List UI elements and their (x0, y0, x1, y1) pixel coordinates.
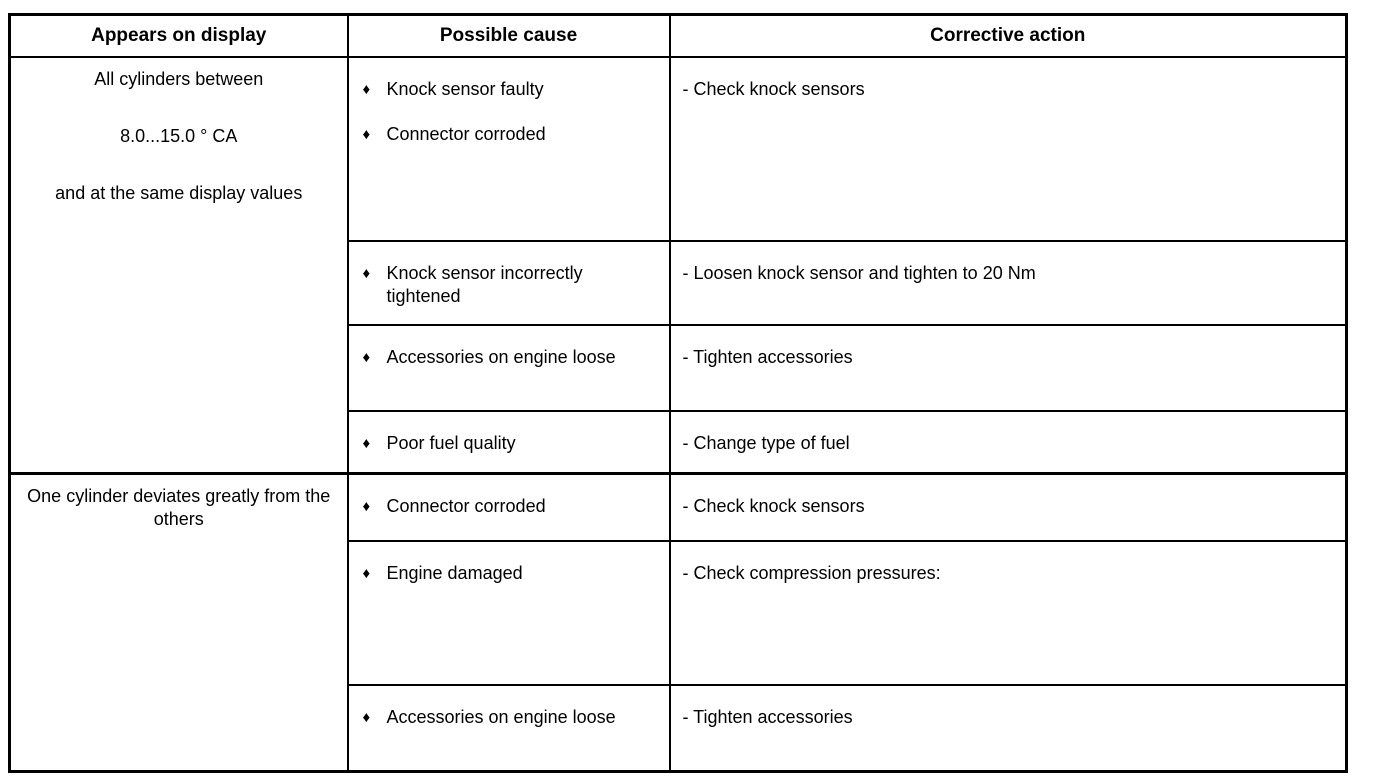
cause-cell: ♦ Connector corroded (346, 471, 671, 542)
action-cell: - Tighten accessories (668, 324, 1348, 412)
display-text-line: One cylinder deviates greatly from the o… (27, 485, 331, 529)
cause-text: Accessories on engine loose (386, 707, 616, 727)
cause-text: Poor fuel quality (386, 433, 516, 453)
action-cell: - Check knock sensors (668, 471, 1348, 542)
cause-text: Knock sensor faulty (386, 79, 544, 99)
cause-text: Connector corroded (386, 495, 546, 516)
cause-text: Knock sensor incorrectly tightened (386, 263, 583, 306)
cause-item: ♦ Connector corroded (363, 495, 661, 518)
col-header-corrective-action: Corrective action (668, 13, 1348, 58)
cause-cell: ♦ Knock sensor incorrectly tightened (346, 240, 671, 326)
table-row: ♦ Knock sensor incorrectly tightened - L… (10, 240, 1348, 326)
col-header-appears-on-display: Appears on display (8, 13, 349, 58)
bullet-icon: ♦ (362, 265, 371, 282)
cause-cell: ♦ Engine damaged (346, 540, 671, 686)
header-row: Appears on display Possible cause Correc… (8, 13, 1348, 58)
cause-cell: ♦ Accessories on engine loose (346, 684, 671, 772)
bullet-icon: ♦ (362, 435, 371, 452)
cause-item: ♦ Accessories on engine loose (363, 346, 661, 369)
table-row: ♦ Poor fuel quality - Change type of fue… (10, 410, 1348, 474)
table-row: One cylinder deviates greatly from the o… (8, 471, 1348, 772)
table-row: ♦ Accessories on engine loose - Tighten … (10, 324, 1348, 412)
cause-item: ♦ Accessories on engine loose (363, 706, 661, 729)
table-row: All cylinders between 8.0...15.0 ° CA an… (8, 56, 1348, 474)
cause-cell: ♦ Poor fuel quality (346, 410, 671, 474)
bullet-icon: ♦ (362, 497, 371, 515)
action-cell: - Change type of fuel (668, 410, 1348, 474)
cause-item: ♦ Connector corroded (363, 123, 661, 146)
display-text-line: All cylinders between (94, 69, 264, 89)
bullet-icon: ♦ (362, 126, 371, 143)
cause-text: Engine damaged (386, 563, 523, 583)
troubleshooting-table: Appears on display Possible cause Correc… (8, 13, 1348, 773)
bullet-icon: ♦ (362, 349, 371, 366)
cause-cell: ♦ Accessories on engine loose (346, 324, 671, 412)
col-header-possible-cause: Possible cause (346, 13, 671, 58)
table-row: ♦ Accessories on engine loose - Tighten … (10, 684, 1348, 772)
display-cell-all-cylinders: All cylinders between 8.0...15.0 ° CA an… (8, 56, 349, 474)
bullet-icon: ♦ (362, 565, 371, 582)
display-text-value: 8.0...15.0 ° CA (120, 126, 238, 146)
action-cell: - Loosen knock sensor and tighten to 20 … (668, 240, 1348, 326)
cause-text: Connector corroded (386, 124, 546, 144)
cause-item: ♦ Engine damaged (363, 562, 661, 585)
cause-item: ♦ Poor fuel quality (363, 432, 661, 455)
cause-text: Accessories on engine loose (386, 347, 616, 367)
action-cell: - Check knock sensors (668, 56, 1348, 242)
bullet-icon: ♦ (362, 81, 371, 98)
cause-cell: ♦ Knock sensor faulty ♦ Connector corrod… (346, 56, 671, 242)
display-cell-one-cylinder: One cylinder deviates greatly from the o… (8, 471, 349, 772)
bullet-icon: ♦ (362, 709, 371, 726)
cause-item: ♦ Knock sensor incorrectly tightened (363, 262, 661, 308)
table-row: ♦ Engine damaged - Check compression pre… (10, 540, 1348, 686)
display-text-line: and at the same display values (55, 183, 303, 203)
cause-item: ♦ Knock sensor faulty (363, 78, 661, 101)
action-cell: - Check compression pressures: (668, 540, 1348, 686)
action-cell: - Tighten accessories (668, 684, 1348, 772)
